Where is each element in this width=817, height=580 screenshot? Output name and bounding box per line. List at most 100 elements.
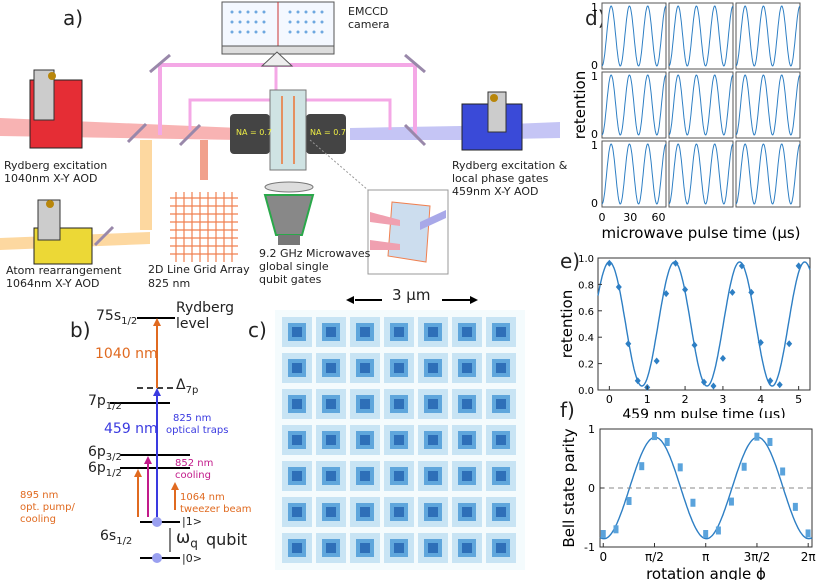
data-point <box>653 357 660 365</box>
atom-spot-core <box>292 543 302 553</box>
data-point <box>741 462 747 471</box>
data-point <box>710 382 717 390</box>
aod-yellow <box>33 199 93 265</box>
aod-blue <box>461 91 523 151</box>
x-tick-label: 0 <box>599 211 606 224</box>
array-image <box>275 296 525 570</box>
atom-spot-core <box>428 363 438 373</box>
camera-dots <box>230 10 324 34</box>
atom-spot-core <box>462 471 472 481</box>
rabi-curve <box>668 143 734 205</box>
atom-spot-core <box>462 399 472 409</box>
y-tick-label: 0.0 <box>578 386 594 397</box>
atom-dot-0 <box>152 553 162 563</box>
x-axis-label: microwave pulse time (μs) <box>601 224 800 242</box>
data-point <box>625 340 632 348</box>
atom-spot-core <box>360 471 370 481</box>
panel-label-b: b) <box>70 318 91 342</box>
pump-label-3: cooling <box>20 514 56 525</box>
rydberg-left-line1: Rydberg excitation <box>4 159 108 172</box>
atom-spot-core <box>462 435 472 445</box>
grid-array-line1: 2D Line Grid Array <box>148 263 250 276</box>
y-tick-label: 0 <box>591 128 598 141</box>
data-point <box>767 437 773 446</box>
na-right: NA = 0.7 <box>310 128 346 137</box>
atom-spot-core <box>326 543 336 553</box>
mirrors <box>93 53 427 247</box>
x-axis-label: 459 nm pulse time (μs) <box>622 407 785 418</box>
x-tick-label: 4 <box>757 393 764 406</box>
panel-label-d: d) <box>585 6 606 30</box>
y-tick-label: 0.8 <box>578 280 594 291</box>
data-point <box>663 290 670 298</box>
atom-spot-core <box>462 507 472 517</box>
x-axis-label: rotation angle ϕ <box>646 565 766 580</box>
rydberg-label-2: level <box>176 316 210 332</box>
qubit-label: qubit <box>206 530 248 549</box>
rabi-curve <box>601 5 667 67</box>
wavelength-1040: 1040 nm <box>95 346 158 362</box>
atom-spot-core <box>326 507 336 517</box>
tweezer-label-2: tweezer beam <box>180 504 252 515</box>
rabi-curve <box>668 5 734 67</box>
y-tick-label: 1 <box>591 1 598 14</box>
panel-label-c: c) <box>248 318 267 342</box>
atom-spot-core <box>292 327 302 337</box>
atom-spot-core <box>496 471 506 481</box>
data-point <box>715 526 721 535</box>
x-tick-label: 0 <box>606 393 613 406</box>
x-tick-label: 1 <box>644 393 651 406</box>
y-axis-label: retention <box>571 71 589 139</box>
atom-spot-core <box>462 543 472 553</box>
atom-spot-core <box>394 399 404 409</box>
omega-label: ωq <box>176 528 198 551</box>
atom-spot-core <box>360 363 370 373</box>
x-tick-label: 30 <box>623 211 637 224</box>
na-left: NA = 0.7 <box>236 128 272 137</box>
x-tick-label: π/2 <box>645 550 664 564</box>
data-point <box>729 288 736 296</box>
data-point <box>615 283 622 291</box>
data-point <box>748 288 755 296</box>
data-point <box>703 530 709 539</box>
y-tick-label: 0 <box>588 482 595 495</box>
data-point <box>677 463 683 472</box>
data-point <box>780 467 786 476</box>
scale-bar-label: 3 μm <box>392 286 431 304</box>
data-point <box>728 497 734 506</box>
atom-spot-core <box>292 471 302 481</box>
x-tick-label: 2π <box>801 550 816 564</box>
x-tick-label: 3 <box>719 393 726 406</box>
rabi-curve <box>735 143 801 205</box>
atom-spot-core <box>428 327 438 337</box>
atom-spot-core <box>326 471 336 481</box>
x-tick-label: 0 <box>599 550 607 564</box>
rabi-curve <box>735 5 801 67</box>
data-point <box>606 259 613 267</box>
atom-spot-core <box>292 399 302 409</box>
atom-spot-core <box>326 327 336 337</box>
data-point <box>757 338 764 346</box>
level-6p12-label: 6p1/2 <box>88 460 122 479</box>
atom-spot-core <box>428 471 438 481</box>
atom-spot-core <box>326 399 336 409</box>
cooling-label-1: 852 nm <box>175 458 214 469</box>
level-6p32-label: 6p3/2 <box>88 444 122 463</box>
y-tick-label: 0.6 <box>578 307 594 318</box>
level-diagram <box>110 317 190 563</box>
data-point <box>786 340 793 348</box>
fit-curve <box>599 436 813 540</box>
atom-spot-core <box>462 363 472 373</box>
y-tick-label: 1 <box>591 139 598 152</box>
y-tick-label: 0.4 <box>578 333 594 344</box>
atom-spot-core <box>496 435 506 445</box>
objectives <box>230 89 346 171</box>
data-point <box>805 529 811 538</box>
pump-label-1: 895 nm <box>20 490 59 501</box>
atom-spot-core <box>360 327 370 337</box>
ket-1-label: |1> <box>182 515 202 528</box>
emccd-label: EMCCD <box>348 5 389 18</box>
atom-spot-core <box>394 507 404 517</box>
data-point <box>626 496 632 505</box>
